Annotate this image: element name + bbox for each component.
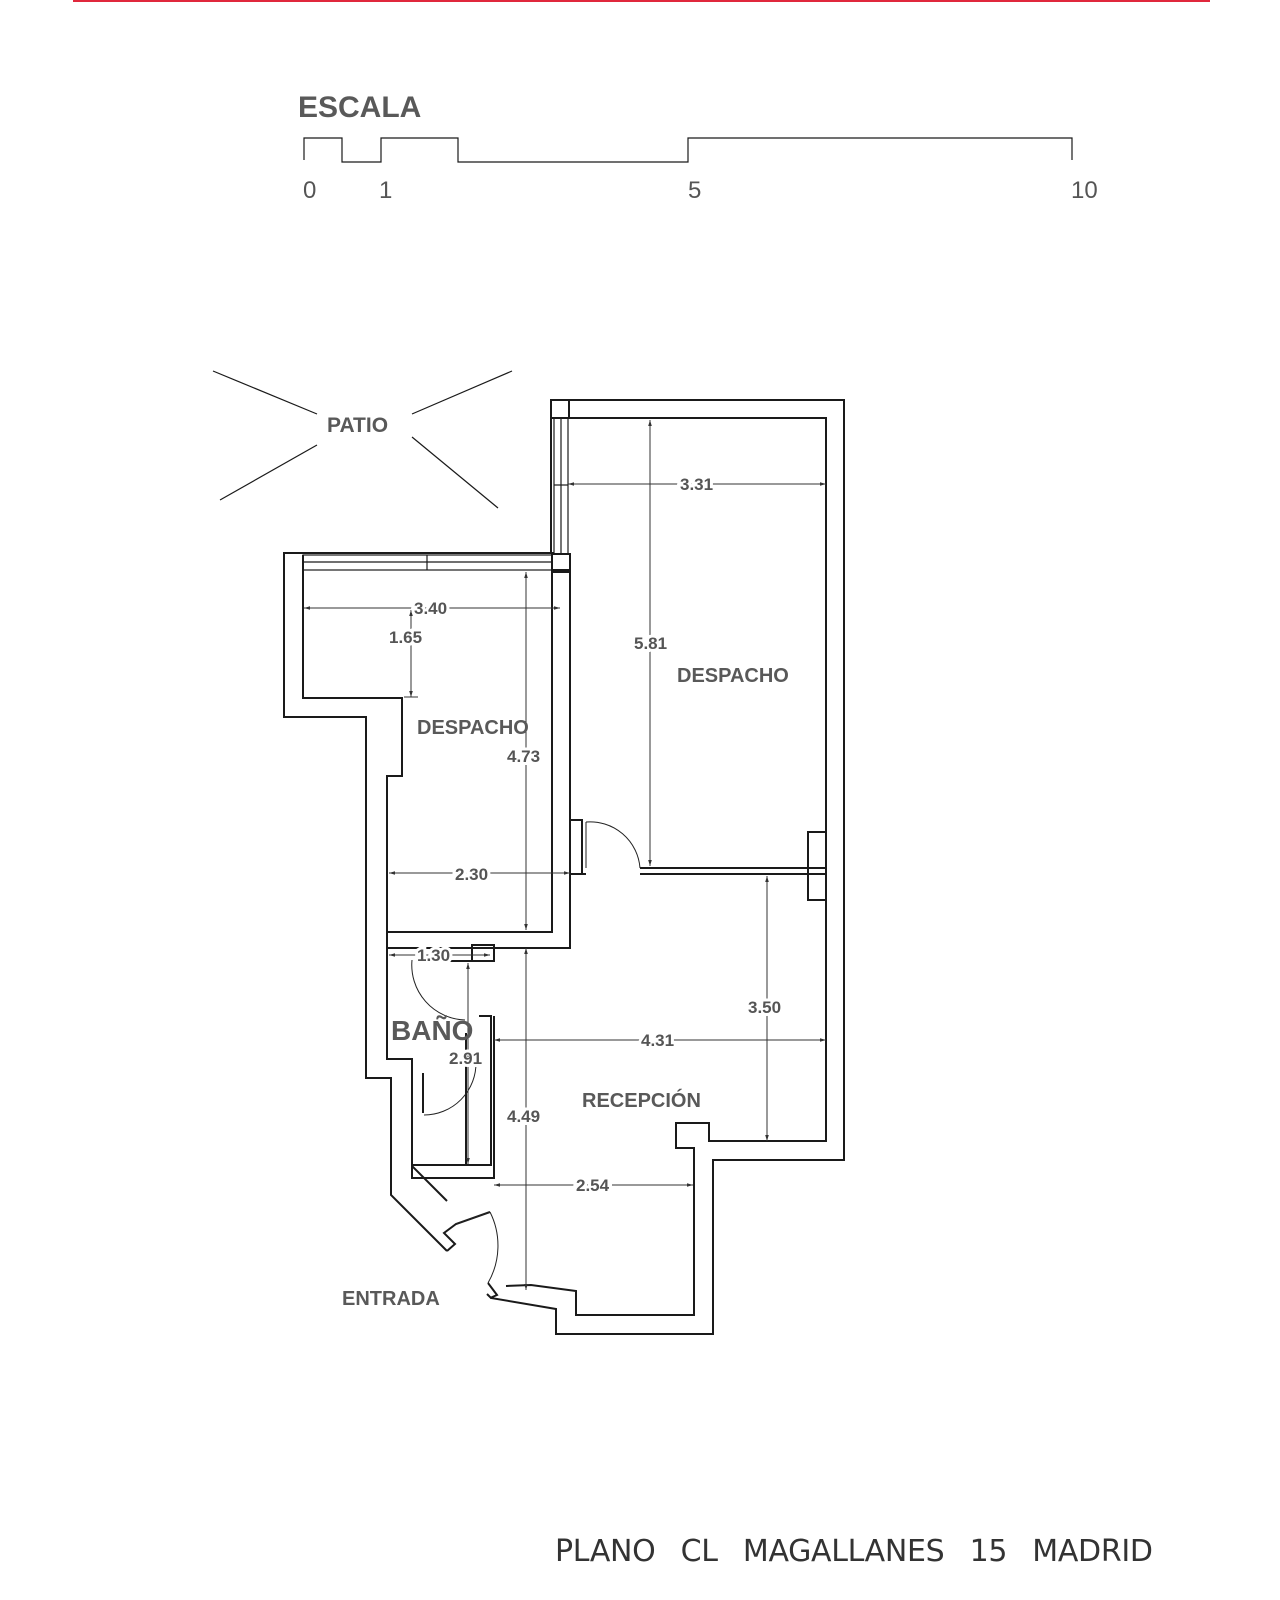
dim-431: 4.31	[641, 1031, 674, 1050]
room-labels: DESPACHO DESPACHO BAÑO RECEPCIÓN ENTRADA	[342, 665, 789, 1310]
dimension-labels: 3.31 5.81 3.40 1.65 4.73 2.30 1.30 2.91 …	[386, 472, 784, 1198]
patio-label: PATIO	[327, 414, 388, 437]
dim-581: 5.81	[634, 634, 667, 653]
doors	[411, 821, 641, 1284]
patio-marker: PATIO	[212, 370, 513, 509]
scale-tick-1: 1	[379, 177, 392, 204]
room-despacho-right: DESPACHO	[677, 665, 789, 687]
scale-bar: ESCALA 0 1 5 10	[298, 91, 1098, 204]
room-entrada: ENTRADA	[342, 1288, 440, 1310]
room-despacho-left: DESPACHO	[417, 717, 529, 739]
dim-230: 2.30	[455, 865, 488, 884]
dimension-lines	[304, 420, 826, 1290]
scale-tick-10: 10	[1071, 177, 1098, 204]
dim-291: 2.91	[449, 1049, 482, 1068]
dim-449: 4.49	[507, 1107, 540, 1126]
scale-tick-0: 0	[303, 177, 316, 204]
room-recepcion: RECEPCIÓN	[582, 1088, 701, 1112]
dim-340: 3.40	[414, 599, 447, 618]
room-bano: BAÑO	[391, 1015, 473, 1046]
dim-331: 3.31	[680, 475, 713, 494]
dim-350: 3.50	[748, 998, 781, 1017]
dim-130: 1.30	[417, 946, 450, 965]
scale-label: ESCALA	[298, 91, 421, 124]
dim-473: 4.73	[507, 747, 540, 766]
dim-254: 2.54	[576, 1176, 610, 1195]
plan-title: PLANO CL MAGALLANES 15 MADRID	[555, 1534, 1155, 1569]
dim-165: 1.65	[389, 628, 422, 647]
scale-tick-5: 5	[688, 177, 701, 204]
walls	[283, 399, 845, 1335]
